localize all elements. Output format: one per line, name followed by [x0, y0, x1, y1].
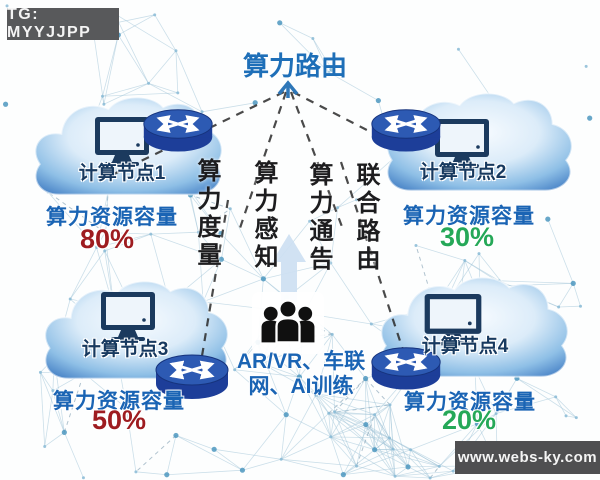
node3-label: 计算节点3 [81, 339, 169, 360]
node2-label: 计算节点2 [419, 162, 507, 183]
node1-capacity-label: 算力资源容量 [46, 206, 178, 229]
pillar-computing-awareness: 算力感知 [250, 160, 277, 272]
pillar-computing-announce: 算力通告 [305, 162, 332, 274]
upward-arrow-icon [272, 234, 306, 302]
pillar-joint-routing: 联合路由 [352, 162, 379, 274]
diagram-title: 算力路由 [242, 51, 347, 81]
node4-capacity-label: 算力资源容量 [404, 391, 536, 414]
node2-capacity-label: 算力资源容量 [403, 205, 535, 228]
router-icon-node1 [144, 110, 212, 152]
node3-capacity-label: 算力资源容量 [53, 390, 185, 413]
node1-label: 计算节点1 [78, 163, 166, 184]
website-watermark-badge: www.webs-ky.com [455, 441, 600, 474]
node2-capacity-value: 30% [439, 222, 495, 252]
node3-capacity-value: 50% [91, 405, 147, 435]
node4-label: 计算节点4 [421, 336, 509, 357]
router-icon-node2 [372, 110, 440, 152]
telegram-watermark-badge: TG: MYYJJPP [7, 6, 119, 41]
route-apex-arrowhead-icon [277, 80, 299, 98]
use-cases-text: AR/VR、车联网、AI训练 [236, 350, 366, 398]
node4-capacity-value: 20% [441, 405, 497, 435]
pillar-computing-metering: 算力度量 [193, 158, 220, 270]
node1-capacity-value: 80% [79, 224, 135, 254]
